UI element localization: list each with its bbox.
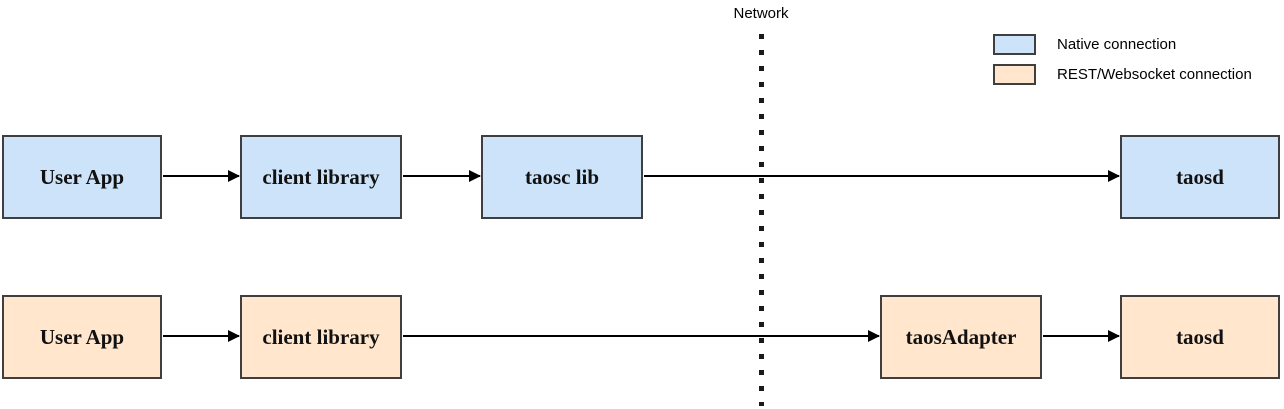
arrow-userapp-to-clientlibrary-rest [163,330,240,342]
node-label: client library [262,324,380,349]
node-taosc-lib: taosc lib [481,135,643,219]
legend-swatch-native [993,33,1036,55]
node-label: taosd [1176,164,1224,189]
network-label: Network [733,5,789,22]
node-label: taosd [1176,324,1224,349]
node-label: User App [39,324,125,349]
arrow-taosadapter-to-taosd [1043,330,1120,342]
node-client-library-native: client library [240,135,402,219]
node-label: taosAdapter [905,324,1017,349]
node-taosd-rest: taosd [1120,295,1280,379]
arrow-clientlibrary-to-taosadapter [403,330,880,342]
legend-swatch-rest [993,63,1036,85]
legend: Native connection REST/Websocket connect… [993,33,1252,93]
node-label: taosc lib [524,164,600,189]
arrow-clientlibrary-to-taosclib [403,170,481,182]
legend-label-rest: REST/Websocket connection [1057,65,1252,83]
node-taosd-native: taosd [1120,135,1280,219]
node-user-app-native: User App [2,135,162,219]
network-boundary-dotted-line [759,34,764,406]
legend-item-rest: REST/Websocket connection [993,63,1252,85]
node-taosadapter: taosAdapter [880,295,1042,379]
legend-label-native: Native connection [1057,35,1177,53]
arrow-userapp-to-clientlibrary-native [163,170,240,182]
arrow-taosclib-to-taosd [644,170,1120,182]
node-client-library-rest: client library [240,295,402,379]
node-user-app-rest: User App [2,295,162,379]
node-label: client library [262,164,380,189]
node-label: User App [39,164,125,189]
legend-item-native: Native connection [993,33,1252,55]
